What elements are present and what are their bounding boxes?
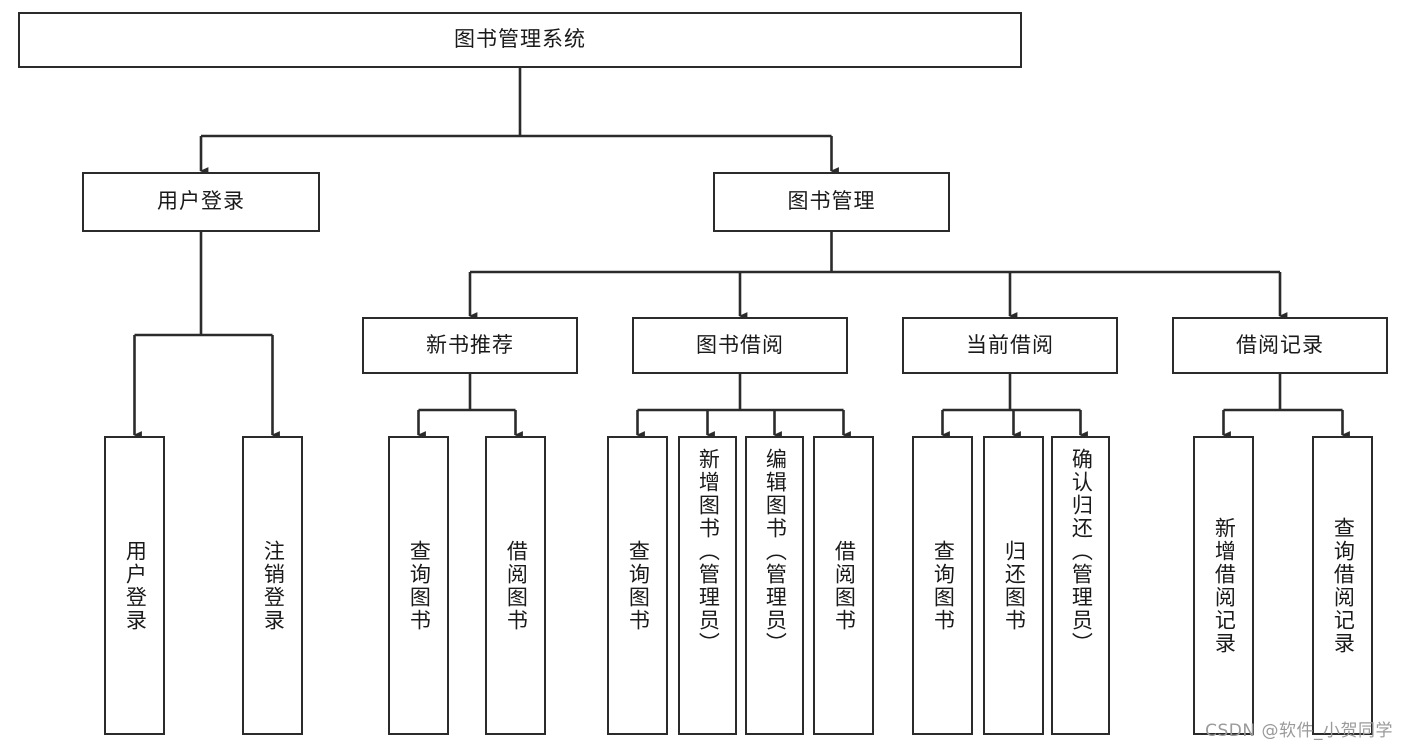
node-label: 确认归还（管理员） [1069, 448, 1094, 655]
node-leaf-login-2[interactable]: 注销登录 [242, 436, 303, 735]
node-label: 借阅图书 [504, 539, 529, 632]
node-label: 新增图书（管理员） [696, 448, 721, 655]
node-borrow[interactable]: 图书借阅 [632, 317, 848, 374]
watermark-text: CSDN @软件_小贺同学 [1205, 721, 1393, 741]
node-leaf-borrow-2[interactable]: 新增图书（管理员） [678, 436, 737, 735]
node-label: 查询图书 [626, 539, 651, 632]
node-records[interactable]: 借阅记录 [1172, 317, 1388, 374]
node-label: 当前借阅 [966, 332, 1054, 357]
node-label: 用户登录 [123, 539, 148, 632]
node-leaf-new-1[interactable]: 查询图书 [388, 436, 449, 735]
node-label: 借阅记录 [1236, 332, 1324, 357]
node-current[interactable]: 当前借阅 [902, 317, 1118, 374]
node-leaf-new-2[interactable]: 借阅图书 [485, 436, 546, 735]
node-label: 图书管理 [787, 189, 876, 214]
node-label: 图书借阅 [696, 332, 784, 357]
node-leaf-login-1[interactable]: 用户登录 [104, 436, 165, 735]
node-label: 查询借阅记录 [1331, 516, 1356, 655]
edge-paths [133, 68, 1350, 439]
node-label: 归还图书 [1002, 539, 1027, 632]
node-label: 编辑图书（管理员） [763, 448, 788, 655]
node-leaf-borrow-4[interactable]: 借阅图书 [813, 436, 874, 735]
node-label: 用户登录 [157, 189, 245, 214]
node-login[interactable]: 用户登录 [82, 172, 320, 232]
node-label: 注销登录 [261, 539, 286, 632]
node-leaf-cur-1[interactable]: 查询图书 [912, 436, 973, 735]
node-bookmgmt[interactable]: 图书管理 [713, 172, 950, 232]
node-label: 查询图书 [931, 539, 956, 632]
node-label: 图书管理系统 [454, 27, 586, 52]
node-label: 查询图书 [407, 539, 432, 632]
node-label: 借阅图书 [832, 539, 857, 632]
node-leaf-cur-2[interactable]: 归还图书 [983, 436, 1044, 735]
node-leaf-cur-3[interactable]: 确认归还（管理员） [1051, 436, 1110, 735]
node-leaf-borrow-1[interactable]: 查询图书 [607, 436, 668, 735]
node-newbooks[interactable]: 新书推荐 [362, 317, 578, 374]
node-leaf-borrow-3[interactable]: 编辑图书（管理员） [745, 436, 804, 735]
node-label: 新增借阅记录 [1212, 516, 1237, 655]
node-label: 新书推荐 [426, 332, 514, 357]
node-leaf-rec-1[interactable]: 新增借阅记录 [1193, 436, 1254, 735]
node-root[interactable]: 图书管理系统 [18, 12, 1022, 68]
node-leaf-rec-2[interactable]: 查询借阅记录 [1312, 436, 1373, 735]
